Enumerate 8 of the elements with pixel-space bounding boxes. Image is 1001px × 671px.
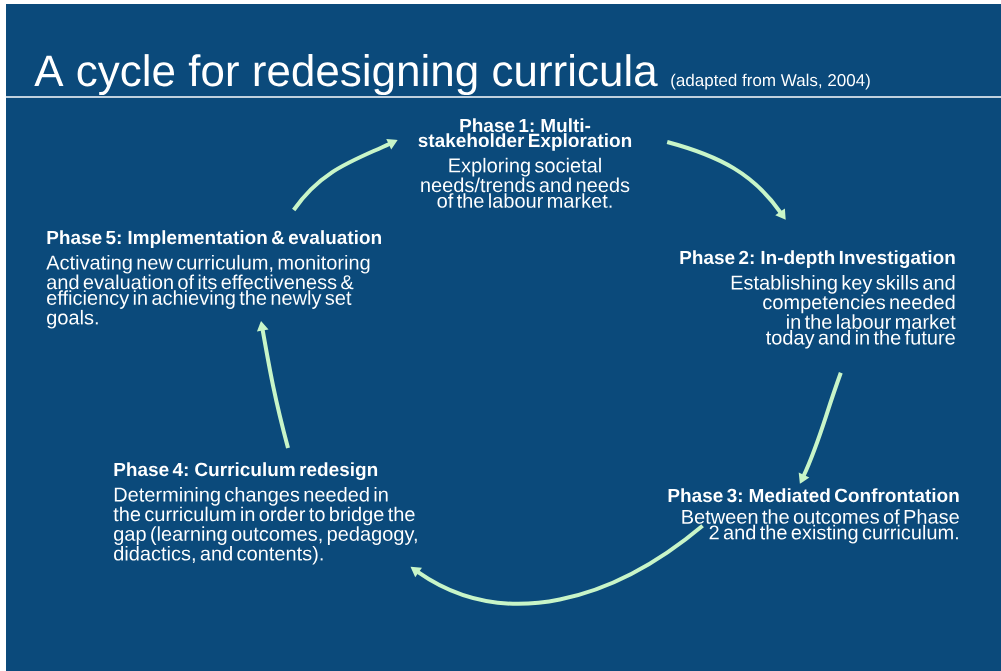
phase-text: Phase 4: Curriculum redesign Determining changes needed in the curriculum in order to bridge the gap (learning outcomes, pedagogy, didactics, and contents). <box>113 462 417 565</box>
arrow <box>666 140 786 220</box>
phase-text: Phase 1: Multi-stakeholder Exploration Exploring societal needs/trends and needs of the labour market. <box>418 118 632 208</box>
phase-text: Phase 5: Implementation & evaluation Activating new curriculum, monitoring and evaluation of its effectiveness & efficiency in achieving the newly set goals. <box>46 230 381 329</box>
source-note: (adapted from Wals, 2004) <box>671 73 870 90</box>
phase-text: Phase 3: Mediated Confrontation Between the outcomes of Phase 2 and the existing curriculum. <box>668 488 959 544</box>
title: A cycle for redesigning curricula <box>34 54 658 96</box>
phase-text: Phase 2: In-depth Investigation Establishing key skills and competencies needed in the labour market today and in the future <box>680 250 956 349</box>
